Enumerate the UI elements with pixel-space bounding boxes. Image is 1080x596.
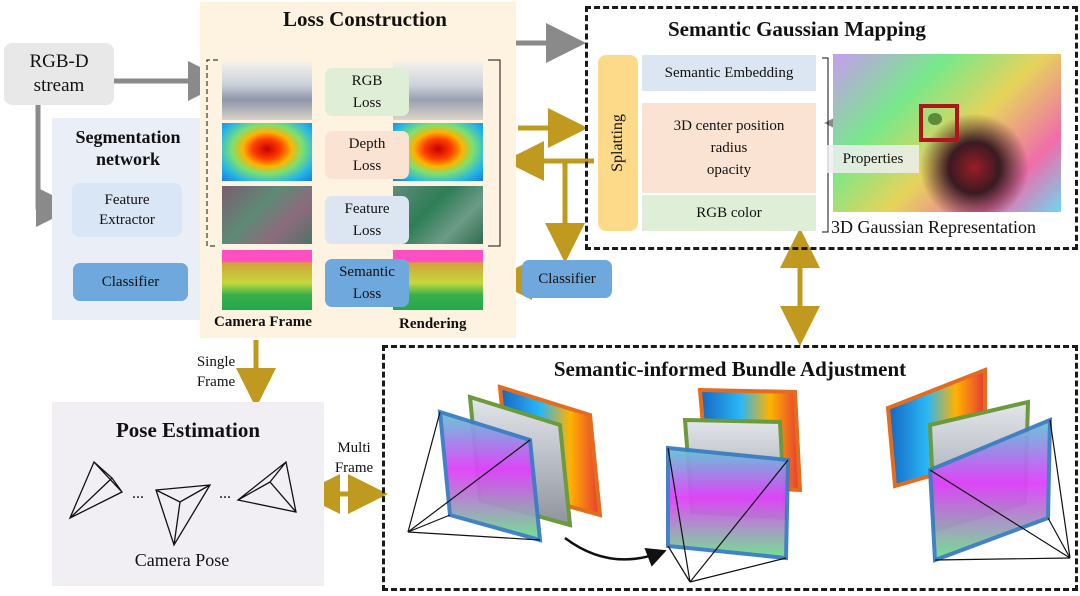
rgbd-line2: stream — [33, 75, 85, 96]
gaussian-ellipsoid — [928, 113, 942, 125]
camera-rgb-frame — [222, 62, 312, 120]
camera-depth-frame — [222, 123, 312, 181]
rgb-color-box: RGB color — [642, 195, 816, 231]
depth-loss-line2: Loss — [352, 158, 382, 174]
opacity-label: opacity — [706, 162, 752, 178]
semantic-loss-line1: Semantic — [339, 264, 395, 280]
bundle-motion-arrow — [564, 537, 667, 567]
single-frame-line1: Single — [196, 354, 236, 370]
camera-frame-caption: Camera Frame — [214, 314, 312, 330]
rgbd-stream-box: RGB-D stream — [4, 43, 114, 105]
feature-loss-line2: Loss — [352, 223, 382, 239]
camera-pose-caption: Camera Pose — [134, 550, 230, 570]
single-frame-line2: Frame — [196, 374, 236, 390]
rgb-loss-label: RGB Loss — [325, 68, 409, 116]
properties-label: Properties — [827, 145, 919, 173]
frame-group-right — [885, 367, 1071, 563]
segmentation-title-line1: Segmentation — [75, 127, 181, 147]
frame-group-middle — [666, 387, 803, 583]
semantic-loss-line2: Loss — [352, 286, 382, 302]
pose-estimation-panel — [52, 402, 324, 586]
segmentation-title: Segmentation network — [58, 126, 198, 170]
segmentation-title-line2: network — [96, 149, 160, 169]
gold-arrows — [236, 108, 820, 514]
splatting-box: Splatting — [598, 55, 638, 231]
depth-loss-line1: Depth — [348, 136, 386, 152]
multi-frame-line2: Frame — [334, 460, 374, 476]
gaussian-properties-box: 3D center position radius opacity — [642, 103, 816, 193]
bundle-adjustment-title: Semantic-informed Bundle Adjustment — [553, 357, 907, 381]
classifier-left-box: Classifier — [73, 263, 188, 301]
feature-extractor-line2: Extractor — [99, 212, 155, 228]
rgb-loss-line2: Loss — [352, 95, 382, 111]
mapping-panel — [585, 6, 1078, 250]
center-position-label: 3D center position — [673, 118, 785, 134]
gaussian-scene-image — [833, 54, 1061, 212]
multi-frame-line1: Multi — [337, 440, 371, 456]
feature-extractor-line1: Feature — [104, 192, 150, 208]
semantic-embedding-box: Semantic Embedding — [642, 55, 816, 91]
loss-construction-title: Loss Construction — [283, 7, 447, 31]
feature-extractor-box: Feature Extractor — [72, 183, 182, 237]
camera-feature-frame — [222, 186, 312, 244]
radius-label: radius — [710, 140, 748, 156]
rgb-loss-line1: RGB — [351, 73, 383, 89]
mapping-title: Semantic Gaussian Mapping — [668, 17, 926, 41]
pose-estimation-title: Pose Estimation — [115, 418, 261, 442]
gaussian-highlight-box — [919, 104, 959, 142]
rgbd-line1: RGB-D — [29, 51, 89, 72]
rendering-caption: Rendering — [399, 316, 467, 332]
feature-loss-line1: Feature — [344, 201, 390, 217]
pose-ellipsis-2: ... — [219, 485, 231, 502]
frame-group-left — [407, 384, 603, 543]
bundle-adjustment-panel — [382, 345, 1078, 591]
camera-semantic-frame — [222, 250, 312, 310]
pose-ellipsis-1: ... — [132, 485, 144, 502]
representation-caption: 3D Gaussian Representation — [831, 217, 1036, 237]
classifier-right-box: Classifier — [522, 260, 612, 298]
